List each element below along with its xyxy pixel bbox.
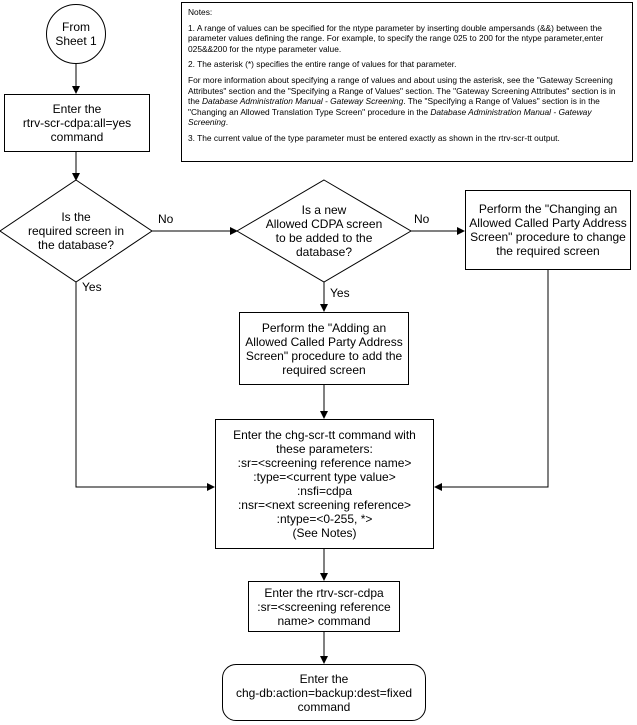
add-line-3: Screen" procedure to add the — [245, 348, 403, 363]
notes-box: Notes: 1. A range of values can be speci… — [181, 2, 633, 162]
decision2-line-3: to be added to the — [275, 231, 373, 245]
decision2-yes-label: Yes — [330, 286, 350, 300]
start-line-2: Sheet 1 — [55, 34, 97, 48]
change-line-1: Perform the "Changing an — [478, 202, 618, 216]
step-chg-scr-tt: Enter the chg-scr-tt command with these … — [215, 419, 434, 549]
decision1-line-1: Is the — [61, 210, 91, 224]
decision1-yes-label: Yes — [82, 280, 102, 294]
note-para-b: . The "Specifying a Range of Values" sec… — [188, 96, 600, 117]
chg-line-1: Enter the chg-scr-tt command with — [233, 428, 416, 442]
chg-line-6: :nsr=<next screening reference> — [237, 498, 412, 512]
connector-decision1-yes — [75, 282, 215, 491]
add-line-2: Allowed Called Party Address — [245, 334, 403, 349]
step-rtrv-scr-cdpa: Enter the rtrv-scr-cdpa :sr=<screening r… — [248, 581, 400, 632]
connector-change-to-chg — [434, 270, 549, 491]
decision-screen-exists: Is the required screen in the database? — [4, 203, 148, 259]
change-line-3: Screen" procedure to change — [470, 230, 626, 244]
rtrv-line-2: :sr=<screening reference — [257, 599, 391, 614]
start-line-1: From — [62, 20, 90, 34]
decision2-line-1: Is a new — [301, 203, 347, 217]
step-retrieve-line-3: command — [50, 130, 104, 144]
decision1-line-3: the database? — [37, 238, 115, 252]
note-para-a: For more information about specifying a … — [188, 74, 616, 107]
decision1-line-2: required screen in — [27, 224, 125, 238]
change-line-4: the required screen — [496, 244, 600, 258]
note-reference-paragraph: For more information about specifying a … — [188, 75, 626, 128]
decision2-diamond — [236, 179, 412, 283]
chg-line-2: these parameters: — [276, 442, 373, 456]
decision2-line-4: database? — [295, 245, 353, 259]
step-retrieve-line-2: rtrv-scr-cdpa:all=yes — [22, 116, 132, 130]
note-para-c: . — [225, 117, 229, 128]
start-connector: From Sheet 1 — [46, 4, 106, 64]
notes-title: Notes: — [188, 7, 213, 17]
note-3: 3. The current value of the type paramet… — [188, 132, 560, 143]
end-line-1: Enter the — [299, 671, 349, 686]
note-manual-ref-1: Database Administration Manual - Gateway… — [201, 96, 404, 107]
change-line-2: Allowed Called Party Address — [469, 216, 627, 230]
chg-line-8: (See Notes) — [292, 526, 357, 540]
chg-line-5: :nsfi=cdpa — [296, 484, 353, 498]
decision2-line-2: Allowed CDPA screen — [265, 217, 383, 231]
chg-line-7: :ntype=<0-255, *> — [276, 512, 373, 526]
step-retrieve-all-cdpa: Enter the rtrv-scr-cdpa:all=yes command — [4, 94, 150, 152]
decision1-no-label: No — [158, 212, 174, 226]
step-retrieve-line-1: Enter the — [52, 102, 102, 116]
step-add-screen: Perform the "Adding an Allowed Called Pa… — [239, 312, 409, 385]
chg-line-4: :type=<current type value> — [253, 470, 396, 484]
end-line-2: chg-db:action=backup:dest=fixed — [235, 685, 413, 700]
rtrv-line-3: name> command — [277, 613, 371, 628]
decision2-no-label: No — [414, 212, 430, 226]
add-line-1: Perform the "Adding an — [261, 320, 387, 335]
note-1: 1. A range of values can be specified fo… — [188, 22, 604, 54]
decision1-diamond — [0, 179, 153, 283]
add-line-4: required screen — [282, 362, 366, 377]
chg-line-3: :sr=<screening reference name> — [237, 456, 412, 470]
decision-new-screen: Is a new Allowed CDPA screen to be added… — [247, 196, 401, 266]
note-manual-ref-2: Database Administration Manual - Gateway… — [188, 106, 592, 128]
end-backup-terminator: Enter the chg-db:action=backup:dest=fixe… — [222, 664, 426, 721]
step-change-screen: Perform the "Changing an Allowed Called … — [465, 190, 631, 270]
note-2: 2. The asterisk (*) specifies the entire… — [188, 59, 457, 70]
end-line-3: command — [297, 699, 351, 714]
rtrv-line-1: Enter the rtrv-scr-cdpa — [264, 585, 384, 600]
